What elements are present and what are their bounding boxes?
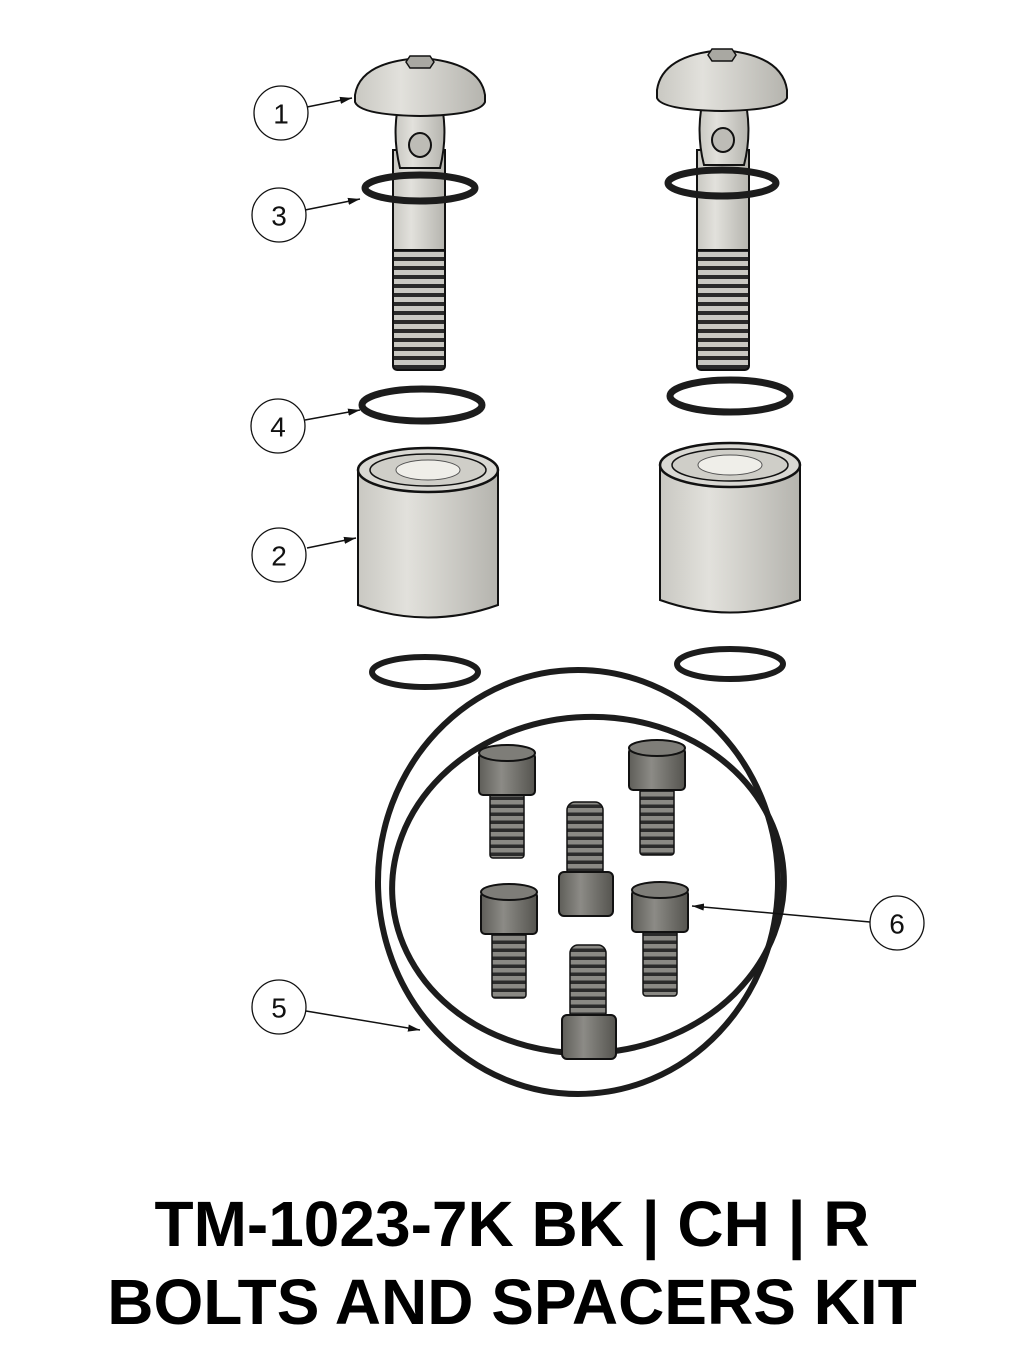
cap-screw-6 [561,944,617,1060]
o-ring-upper-right [664,166,780,200]
cap-screw-4 [480,883,538,999]
banjo-bolt-left [354,55,486,371]
balloon-5: 5 [251,979,421,1035]
svg-text:5: 5 [271,993,287,1024]
o-ring-bottom-right [674,646,786,682]
svg-text:4: 4 [270,412,286,443]
cap-screw-2 [628,739,686,856]
balloon-4: 4 [250,398,361,454]
banjo-bolt-right [656,48,788,371]
cap-screw-3 [558,801,614,917]
svg-text:3: 3 [271,201,287,232]
kit-description-title: BOLTS AND SPACERS KIT [107,1266,917,1338]
part-number-title: TM-1023-7K BK | CH | R [154,1188,870,1260]
svg-text:1: 1 [273,99,289,130]
cap-screw-1 [478,744,536,859]
exploded-assembly-diagram: 1 3 4 2 5 6 [250,48,925,1097]
balloon-1: 1 [253,85,353,141]
o-ring-upper-left [361,171,479,205]
large-o-ring-outer [375,667,781,1097]
o-ring-lower-right [666,376,794,416]
cap-screw-5 [631,881,689,997]
svg-text:6: 6 [889,909,905,940]
o-ring-bottom-left [369,654,481,690]
spacer-right [658,441,802,614]
balloon-2: 2 [251,527,357,583]
svg-text:2: 2 [271,541,287,572]
balloon-6: 6 [691,895,925,951]
o-ring-lower-left [358,385,486,425]
spacer-left [356,446,500,619]
balloon-3: 3 [251,187,361,243]
title-block: TM-1023-7K BK | CH | R BOLTS AND SPACERS… [0,1185,1024,1341]
